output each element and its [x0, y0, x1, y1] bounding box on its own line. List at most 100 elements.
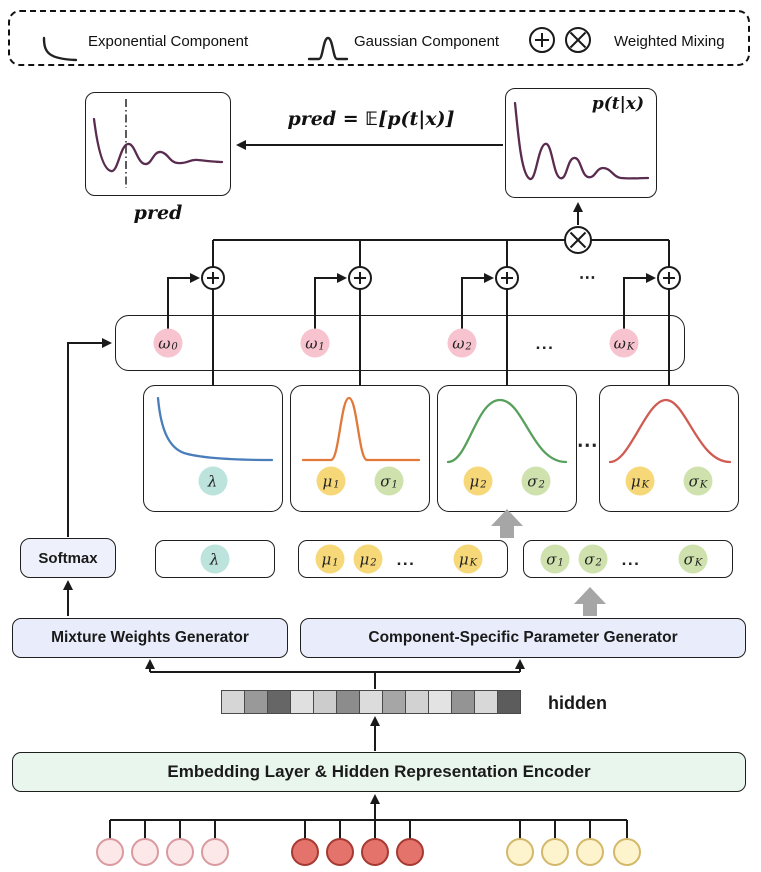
- component-parameter-generator: Component-Specific Parameter Generator: [300, 618, 746, 658]
- greek-base: ω: [613, 334, 626, 352]
- input-node: [541, 838, 569, 866]
- hidden-cell: [336, 690, 360, 714]
- greek-sub: 2: [465, 341, 472, 353]
- input-group-pink: [96, 838, 229, 866]
- input-node: [396, 838, 424, 866]
- hidden-cell: [474, 690, 498, 714]
- gaussian-component-curve-K: [608, 398, 732, 464]
- plus-node-K: [657, 266, 681, 290]
- sigma-ellipsis: ...: [621, 550, 641, 569]
- legend: Exponential Component Gaussian Component…: [8, 10, 750, 66]
- input-group-yellow: [506, 838, 641, 866]
- input-node: [613, 838, 641, 866]
- hidden-cell: [221, 690, 245, 714]
- greek-sub: K: [469, 557, 478, 569]
- greek-base: μ: [359, 550, 370, 568]
- greek-sub: K: [626, 341, 635, 353]
- hidden-connectors: [145, 659, 525, 819]
- greek-base: λ: [209, 550, 220, 568]
- greek-sub: 1: [333, 479, 340, 491]
- greek-sub: 0: [171, 341, 178, 353]
- plus-circle-icon: [529, 27, 555, 53]
- greek-sub: K: [699, 479, 708, 491]
- ptx-curve: [513, 101, 650, 181]
- plus-node-1: [348, 266, 372, 290]
- hidden-cell: [290, 690, 314, 714]
- component-lambda-chip: λ: [198, 466, 228, 496]
- greek-sub: 1: [557, 557, 564, 569]
- softmax-box: Softmax: [20, 538, 116, 578]
- input-node: [96, 838, 124, 866]
- pred-caption: pred: [133, 202, 183, 224]
- input-node: [131, 838, 159, 866]
- legend-mixing-label: Weighted Mixing: [614, 33, 725, 50]
- gaussian-component-curve-2: [446, 398, 568, 464]
- component-box-gaussian-K: [599, 385, 739, 512]
- hidden-cell: [405, 690, 429, 714]
- exponential-curve-icon: [42, 36, 78, 62]
- mixture-weights-box: [115, 315, 685, 371]
- greek-base: σ: [527, 472, 538, 490]
- greek-base: ω: [452, 334, 465, 352]
- greek-base: μ: [630, 472, 641, 490]
- legend-gaussian-label: Gaussian Component: [354, 33, 500, 50]
- component-box-gaussian-2: [437, 385, 577, 512]
- greek-base: μ: [469, 472, 480, 490]
- greek-base: σ: [688, 472, 699, 490]
- greek-base: ω: [305, 334, 318, 352]
- hidden-cell: [359, 690, 383, 714]
- input-node: [166, 838, 194, 866]
- plus-node-0: [201, 266, 225, 290]
- greek-sub: 1: [391, 479, 398, 491]
- greek-base: ω: [158, 334, 171, 352]
- input-node: [576, 838, 604, 866]
- mixing-row-ellipsis: ⋯: [578, 268, 598, 287]
- hidden-cell: [382, 690, 406, 714]
- greek-sub: 2: [538, 479, 545, 491]
- legend-exponential-label: Exponential Component: [88, 33, 249, 50]
- greek-base: σ: [546, 550, 557, 568]
- greek-base: σ: [380, 472, 391, 490]
- hidden-cell: [244, 690, 268, 714]
- input-node: [326, 838, 354, 866]
- input-node: [506, 838, 534, 866]
- greek-base: σ: [683, 550, 694, 568]
- input-node: [201, 838, 229, 866]
- hidden-cell: [451, 690, 475, 714]
- input-node: [291, 838, 319, 866]
- greek-sub: 1: [318, 341, 325, 353]
- greek-sub: K: [641, 479, 650, 491]
- encoder-label: Embedding Layer & Hidden Representation …: [167, 762, 591, 781]
- greek-sub: K: [694, 557, 703, 569]
- plus-node-2: [495, 266, 519, 290]
- greek-sub: 1: [332, 557, 339, 569]
- weights-ellipsis: ...: [535, 334, 555, 353]
- greek-base: μ: [458, 550, 469, 568]
- greek-sub: 2: [480, 479, 487, 491]
- input-node: [361, 838, 389, 866]
- component-parameter-generator-label: Component-Specific Parameter Generator: [368, 629, 678, 646]
- encoder-box: Embedding Layer & Hidden Representation …: [12, 752, 746, 792]
- greek-base: μ: [322, 472, 333, 490]
- hidden-cell: [428, 690, 452, 714]
- hidden-cell: [313, 690, 337, 714]
- component-box-gaussian-1: [290, 385, 430, 512]
- hidden-label: hidden: [548, 693, 607, 713]
- greek-base: σ: [584, 550, 595, 568]
- prediction-plot: [85, 92, 231, 196]
- param-lambda-chip: λ: [200, 544, 230, 574]
- ptx-distribution-plot: p(t|x): [505, 88, 657, 198]
- greek-base: λ: [207, 472, 218, 490]
